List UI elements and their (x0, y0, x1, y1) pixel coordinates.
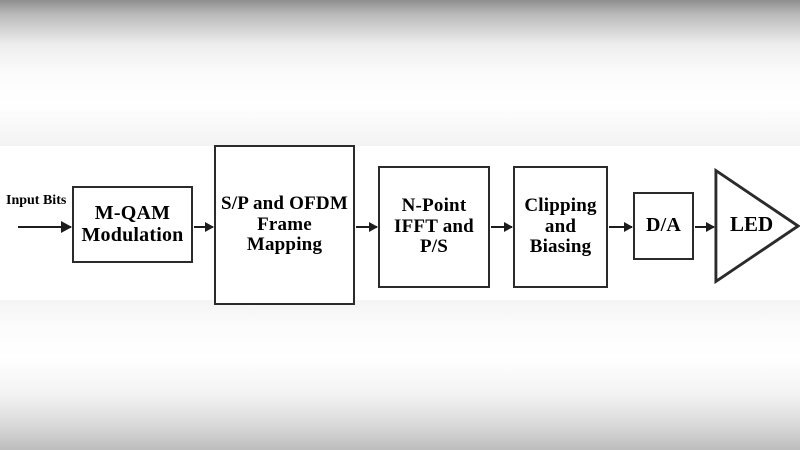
block-label-line: IFFT and (394, 215, 474, 237)
block-label-line: Frame (257, 213, 312, 235)
backdrop-bottom-band (0, 300, 800, 450)
backdrop-blob (700, 300, 800, 370)
backdrop-blob (0, 440, 280, 450)
backdrop-blob (660, 70, 800, 146)
backdrop-blob (370, 130, 570, 146)
backdrop-blob (20, 310, 210, 370)
block-label-line: D/A (645, 214, 682, 237)
led-label: LED (730, 212, 774, 236)
block-label-line: Mapping (246, 234, 323, 256)
arrow-sp-to-ifft (356, 222, 378, 232)
input-bits-label: Input Bits (6, 193, 67, 208)
backdrop-bottom-blur (0, 300, 800, 450)
backdrop-blob (430, 310, 550, 360)
led-triangle-icon (714, 168, 800, 284)
block-label-line: P/S (419, 236, 449, 258)
block-label-line: Clipping (524, 195, 597, 217)
block-d-a-converter: D/A (633, 192, 694, 260)
block-label-line: M-QAM (94, 201, 171, 224)
block-label-line: and (544, 215, 577, 237)
backdrop-top-blur (0, 0, 800, 146)
arrow-ifft-to-clipping (491, 222, 513, 232)
block-label-line: S/P and OFDM (221, 193, 348, 215)
arrow-clipping-to-da (609, 222, 633, 232)
block-label-line: Biasing (529, 236, 592, 258)
backdrop-blob (40, 110, 290, 146)
block-label-line: Modulation (81, 223, 184, 246)
block-label-line: N-Point (401, 195, 467, 217)
arrow-input-to-mqam (18, 221, 72, 233)
backdrop-blob (0, 0, 300, 40)
arrow-mqam-to-sp (194, 222, 214, 232)
arrow-da-to-led (695, 222, 715, 232)
backdrop-top-band (0, 0, 800, 146)
